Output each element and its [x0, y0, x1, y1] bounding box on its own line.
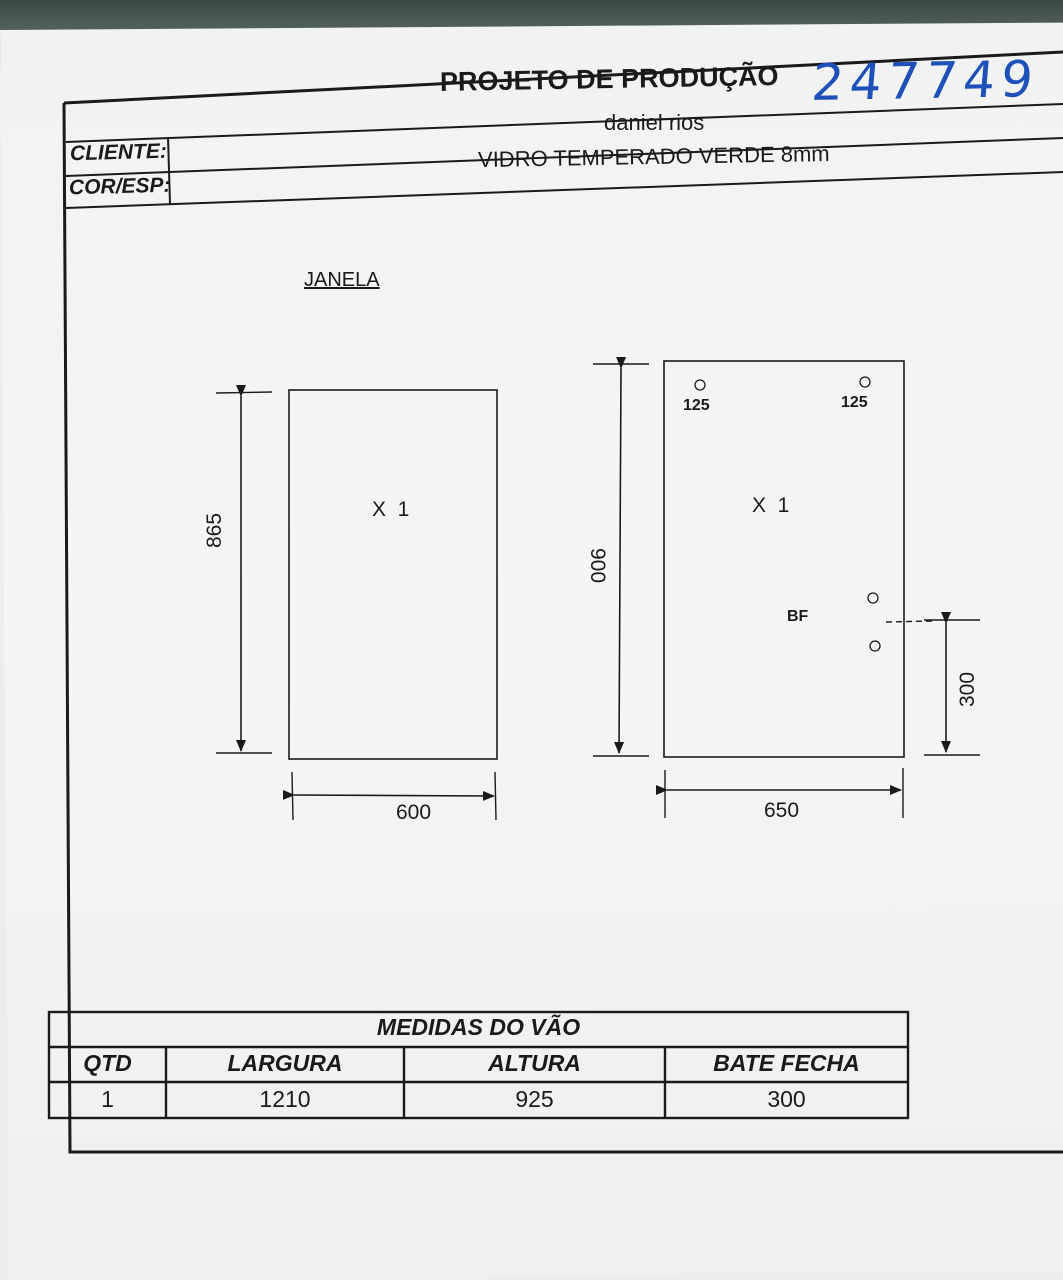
hole-top-right [859, 376, 871, 388]
glass-left-width-label: 600 [396, 801, 432, 824]
latch-hole-lower [869, 640, 881, 652]
glass-left-height-label: 865 [203, 512, 226, 548]
header-rule-2 [65, 137, 1063, 177]
header-rule-1 [65, 103, 1063, 143]
glass-right-height-arrow [614, 356, 627, 754]
measures-title: MEDIDAS DO VÃO [376, 1014, 581, 1040]
label-divider [167, 136, 171, 205]
cell-bate-fecha: 300 [767, 1086, 806, 1112]
hole-top-left [694, 379, 706, 391]
cell-qtd: 1 [101, 1086, 114, 1112]
glass-left-quantity: X 1 [372, 498, 410, 521]
glass-left-height-ext-top [215, 391, 273, 394]
frame-top-line [63, 50, 1063, 105]
header-bate-fecha: BATE FECHA [713, 1050, 860, 1076]
latch-label: BF [787, 608, 809, 625]
glass-left [288, 389, 498, 760]
color-label: COR/ESP: [68, 173, 171, 200]
hole-top-left-label: 125 [683, 397, 710, 414]
glass-left-width-ext-right [494, 771, 497, 821]
measures-table-lines [47, 1010, 910, 1120]
glass-right-quantity: X 1 [752, 494, 790, 517]
glass-right-width-label: 650 [764, 799, 800, 822]
latch-height-label: 300 [956, 671, 979, 707]
glass-right [663, 360, 905, 758]
glass-left-width-ext-left [291, 771, 294, 821]
header-rule-3 [65, 171, 1063, 209]
header-largura: LARGURA [227, 1050, 343, 1076]
frame-border [62, 102, 1063, 1154]
order-number: 247749 [809, 49, 1042, 113]
glass-right-height-label: 900 [586, 548, 609, 584]
cell-largura: 1210 [259, 1086, 311, 1112]
header-altura: ALTURA [488, 1050, 581, 1076]
hole-top-right-label: 125 [841, 394, 868, 411]
piece-title: JANELA [304, 269, 380, 291]
latch-hole-upper [867, 592, 879, 604]
glass-left-width-arrow [282, 789, 495, 801]
cell-altura: 925 [515, 1086, 554, 1112]
header-qtd: QTD [83, 1050, 132, 1076]
page-title: PROJETO DE PRODUÇÃO [439, 61, 779, 97]
client-name: daniel rios [604, 110, 705, 135]
latch-dashed-line [885, 620, 933, 623]
client-label: CLIENTE: [69, 139, 168, 166]
